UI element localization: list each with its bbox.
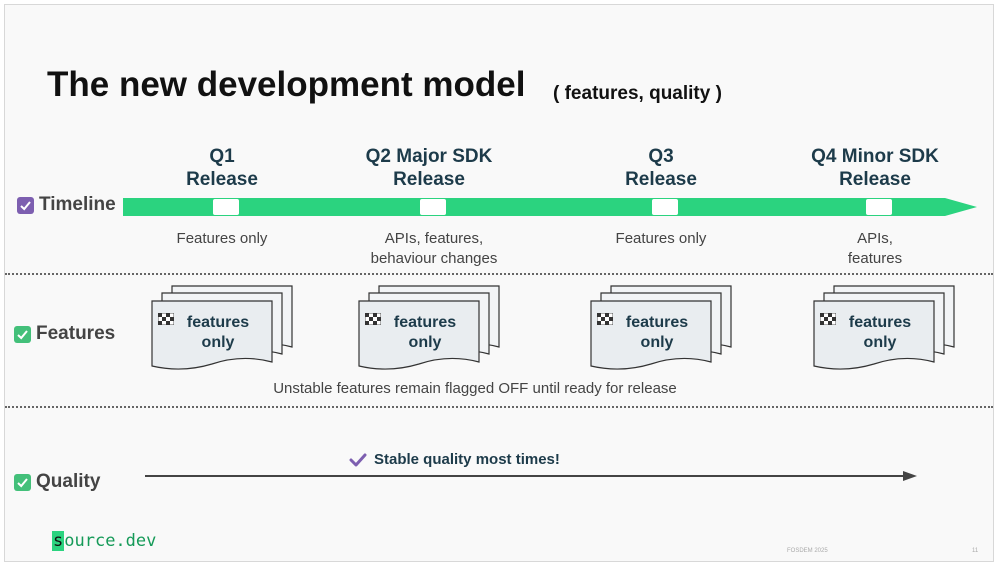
feature-doc-line1: features — [848, 314, 912, 331]
timeline-marker-q2 — [420, 199, 446, 215]
feature-doc-stack-q1: features only — [150, 285, 295, 375]
feature-doc-label: features only — [820, 313, 940, 353]
section-divider — [5, 406, 993, 408]
row-label-quality: Quality — [14, 471, 100, 493]
checkered-flag-icon — [158, 313, 174, 325]
feature-doc-line1: features — [625, 314, 689, 331]
milestone-title: Q2 Major SDK — [365, 146, 493, 167]
slide-title: The new development model — [47, 65, 526, 104]
page-number: 11 — [972, 548, 979, 554]
slide: The new development model ( features, qu… — [4, 4, 994, 562]
feature-doc-line2: only — [863, 334, 897, 351]
milestone-q2: Q2 Major SDK Release — [329, 145, 529, 191]
note-line: Features only — [615, 230, 707, 247]
milestone-subtitle: Release — [839, 169, 911, 190]
timeline-marker-q3 — [652, 199, 678, 215]
source-dev-logo: source.dev — [52, 531, 156, 551]
row-label-features: Features — [14, 323, 115, 345]
milestone-title: Q4 Minor SDK — [811, 146, 939, 167]
feature-doc-line2: only — [408, 334, 442, 351]
quality-note: Stable quality most times! — [349, 451, 560, 468]
milestone-subtitle: Release — [625, 169, 697, 190]
feature-doc-line2: only — [201, 334, 235, 351]
feature-doc-line1: features — [186, 314, 250, 331]
row-label-text: Quality — [36, 471, 101, 492]
checkmark-icon — [349, 453, 367, 466]
milestone-subtitle: Release — [186, 169, 258, 190]
green-checkbox-icon — [14, 473, 31, 491]
features-note: Unstable features remain flagged OFF unt… — [273, 380, 677, 397]
feature-doc-line1: features — [393, 314, 457, 331]
milestone-q4: Q4 Minor SDK Release — [775, 145, 975, 191]
checkered-flag-icon — [365, 313, 381, 325]
feature-doc-label: features only — [158, 313, 278, 353]
checkered-flag-icon — [597, 313, 613, 325]
milestone-title: Q3 — [648, 146, 674, 167]
milestone-note-q4: APIs, features — [765, 229, 985, 269]
milestone-title: Q1 — [209, 146, 235, 167]
feature-doc-stack-q4: features only — [812, 285, 957, 375]
feature-doc-line2: only — [640, 334, 674, 351]
milestone-q1: Q1 Release — [122, 145, 322, 191]
milestone-note-q3: Features only — [551, 229, 771, 249]
document-stack-icon — [590, 285, 732, 370]
feature-doc-stack-q3: features only — [589, 285, 734, 375]
note-line: APIs, — [857, 230, 893, 247]
purple-checkbox-icon — [17, 196, 34, 214]
quality-arrow — [145, 471, 917, 481]
row-label-text: Features — [36, 323, 116, 344]
row-label-text: Timeline — [39, 194, 116, 215]
logo-first-letter: s — [52, 531, 65, 551]
logo-rest: ource.dev — [64, 531, 157, 551]
timeline-marker-q4 — [866, 199, 892, 215]
timeline-bar — [123, 198, 977, 216]
milestone-subtitle: Release — [393, 169, 465, 190]
green-checkbox-icon — [14, 325, 31, 343]
document-stack-icon — [813, 285, 955, 370]
row-label-timeline: Timeline — [17, 194, 116, 216]
quality-note-text: Stable quality most times! — [374, 451, 560, 468]
milestone-note-q2: APIs, features, behaviour changes — [324, 229, 544, 269]
note-line: APIs, features, — [384, 230, 484, 247]
section-divider — [5, 273, 993, 275]
feature-doc-label: features only — [365, 313, 485, 353]
milestone-note-q1: Features only — [112, 229, 332, 249]
milestone-q3: Q3 Release — [561, 145, 761, 191]
note-line: features — [847, 250, 903, 267]
feature-doc-label: features only — [597, 313, 717, 353]
checkered-flag-icon — [820, 313, 836, 325]
feature-doc-stack-q2: features only — [357, 285, 502, 375]
footer-event: FOSDEM 2025 — [787, 548, 828, 554]
note-line: behaviour changes — [370, 250, 498, 267]
document-stack-icon — [358, 285, 500, 370]
note-line: Features only — [176, 230, 268, 247]
document-stack-icon — [151, 285, 293, 370]
slide-subtitle: ( features, quality ) — [553, 83, 722, 104]
timeline-marker-q1 — [213, 199, 239, 215]
